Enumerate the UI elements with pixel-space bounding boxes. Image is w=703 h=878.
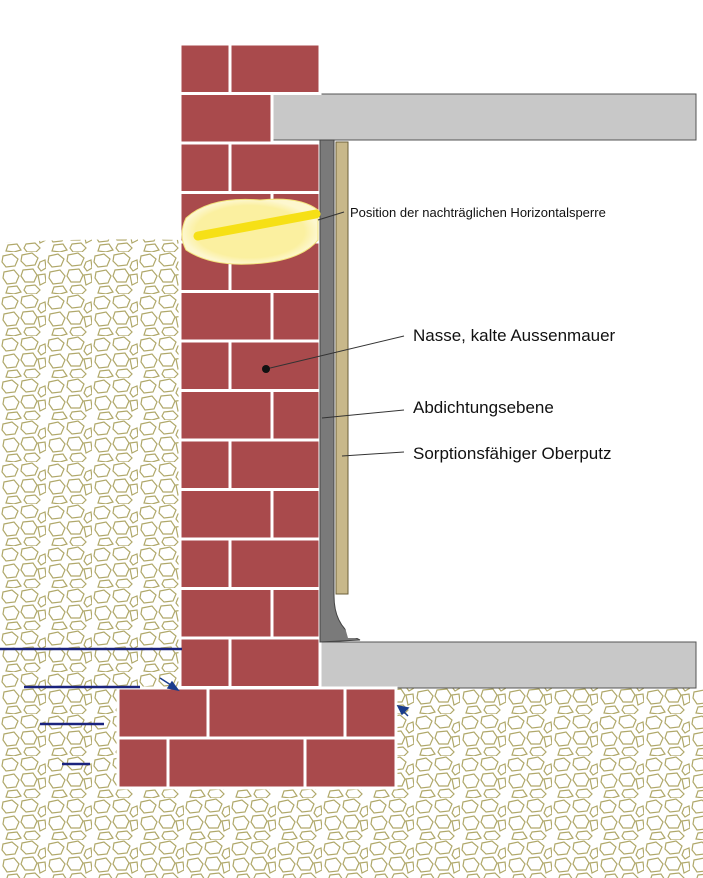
brick xyxy=(178,42,232,95)
brick xyxy=(228,42,322,95)
brick xyxy=(178,339,232,392)
brick xyxy=(228,438,322,491)
brick xyxy=(178,537,232,590)
ceiling-slab xyxy=(271,93,697,141)
brick xyxy=(206,686,347,740)
groundwater-lines xyxy=(0,647,182,766)
label-wet-wall: Nasse, kalte Aussenmauer xyxy=(413,326,616,345)
label-sorptive-plaster: Sorptionsfähiger Oberputz xyxy=(413,444,612,463)
brick xyxy=(178,438,232,491)
brick xyxy=(270,290,322,343)
brick xyxy=(178,141,232,194)
brick xyxy=(228,636,322,689)
moisture-arrows xyxy=(159,677,410,717)
brick xyxy=(178,92,274,145)
leader-lines xyxy=(265,211,405,457)
brick xyxy=(343,686,398,740)
floor-slab xyxy=(319,641,697,689)
brick xyxy=(178,587,274,640)
brick xyxy=(270,488,322,541)
sealing-layer xyxy=(319,139,361,643)
brick xyxy=(166,736,307,790)
brick xyxy=(228,339,322,392)
brick xyxy=(116,736,170,790)
brick-foundation xyxy=(116,686,398,790)
fillet xyxy=(336,596,362,638)
brick xyxy=(303,736,398,790)
brick-wall xyxy=(178,42,322,689)
plaster-layer xyxy=(335,141,349,595)
brick xyxy=(228,141,322,194)
wall-marker-dot xyxy=(262,365,270,373)
barrier-band xyxy=(193,209,321,241)
brick xyxy=(270,389,322,442)
brick xyxy=(178,290,274,343)
brick xyxy=(178,389,274,442)
brick xyxy=(178,488,274,541)
brick xyxy=(228,537,322,590)
brick xyxy=(178,636,232,689)
label-sealing-plane: Abdichtungsebene xyxy=(413,398,554,417)
brick xyxy=(116,686,210,740)
brick xyxy=(270,587,322,640)
label-horizontal-barrier: Position der nachträglichen Horizontalsp… xyxy=(350,205,606,220)
